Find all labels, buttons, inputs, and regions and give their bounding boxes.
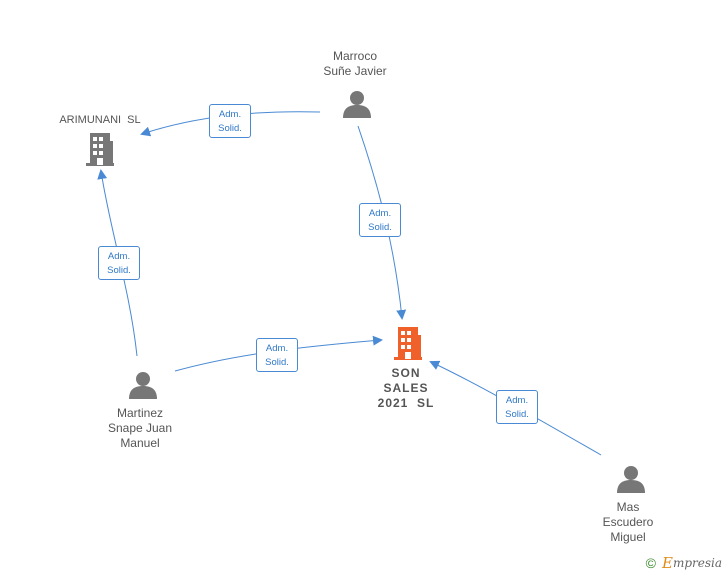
person-icon[interactable]	[129, 372, 157, 399]
node-label-son-sales[interactable]: SON SALES 2021 SL	[377, 366, 435, 410]
edge-label-mas-son-sales: Adm. Solid.	[496, 390, 538, 424]
brand-logo-text: mpresia	[672, 556, 722, 570]
person-icon[interactable]	[617, 466, 645, 493]
edge-label-marroco-son-sales: Adm. Solid.	[359, 203, 401, 237]
edge-label-marroco-arimunani: Adm. Solid.	[209, 104, 251, 138]
copyright-icon: ©	[645, 555, 656, 571]
edge-label-martinez-son-sales: Adm. Solid.	[256, 338, 298, 372]
node-label-mas[interactable]: Mas Escudero Miguel	[602, 500, 654, 544]
node-label-marroco[interactable]: Marroco Suñe Javier	[323, 49, 387, 78]
building-icon[interactable]	[86, 133, 114, 166]
brand-logo-initial: E	[661, 554, 673, 572]
node-label-martinez[interactable]: Martinez Snape Juan Manuel	[107, 406, 173, 450]
edge-label-martinez-arimunani: Adm. Solid.	[98, 246, 140, 280]
person-icon[interactable]	[343, 91, 371, 118]
building-icon[interactable]	[394, 327, 422, 360]
node-label-arimunani[interactable]: ARIMUNANI SL	[59, 114, 141, 126]
